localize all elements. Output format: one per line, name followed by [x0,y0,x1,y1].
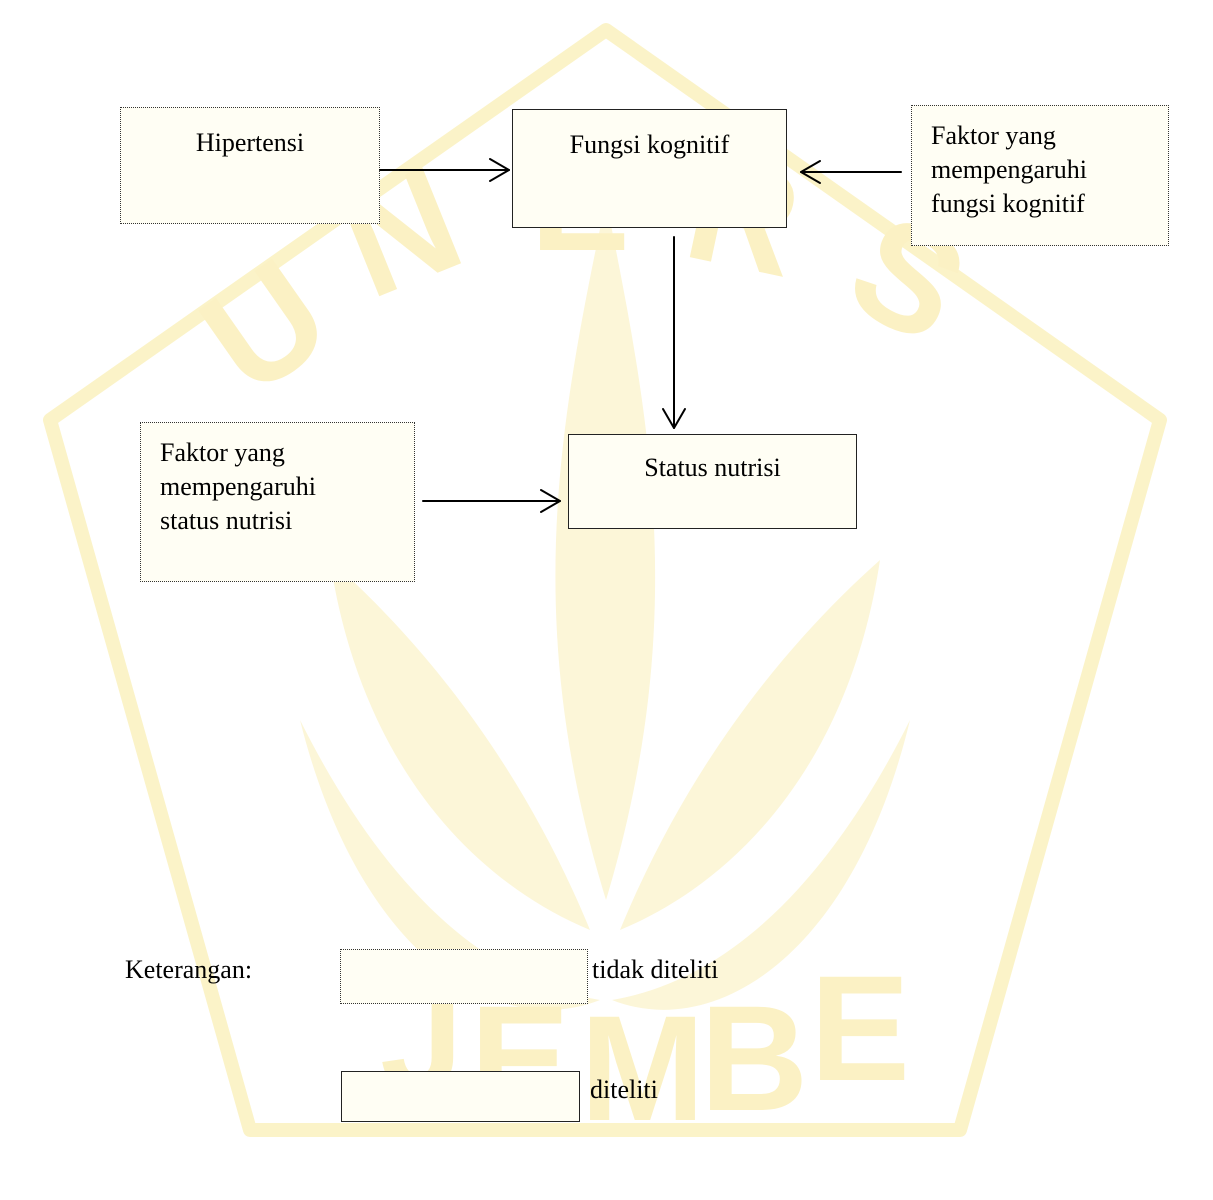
node-fungsi-kognitif: Fungsi kognitif [512,109,787,228]
svg-text:U: U [172,226,357,426]
arrow-faktor-kognitif-to-fungsi-kognitif [800,160,902,184]
node-faktor-kognitif-line-2: mempengaruhi [931,154,1087,184]
legend-label-studied: diteliti [590,1075,658,1104]
node-faktor-kognitif: Faktor yang mempengaruhi fungsi kognitif [911,105,1169,246]
arrow-fungsi-kognitif-to-status-nutrisi [662,236,686,429]
node-fungsi-kognitif-label: Fungsi kognitif [569,130,730,159]
node-faktor-nutrisi-line-1: Faktor yang [160,438,285,467]
node-hipertensi-label: Hipertensi [195,128,305,157]
legend-label-not-studied: tidak diteliti [592,955,719,984]
node-faktor-nutrisi-line-3: status nutrisi [160,505,293,535]
legend-swatch-not-studied [340,949,588,1004]
legend-swatch-studied [341,1071,580,1122]
arrow-faktor-nutrisi-to-status-nutrisi [422,489,561,513]
node-faktor-kognitif-line-1: Faktor yang [931,121,1056,150]
node-hipertensi: Hipertensi [120,107,380,224]
node-status-nutrisi-label: Status nutrisi [644,453,781,482]
node-faktor-nutrisi-line-2: mempengaruhi [160,471,316,501]
node-faktor-nutrisi: Faktor yang mempengaruhi status nutrisi [140,422,415,582]
arrow-hipertensi-to-fungsi-kognitif [379,158,510,182]
svg-text:M: M [580,984,705,1152]
node-status-nutrisi: Status nutrisi [568,434,857,529]
node-faktor-kognitif-line-3: fungsi kognitif [931,188,1085,218]
svg-text:E: E [810,944,910,1112]
svg-text:B: B [700,974,808,1142]
legend-title: Keterangan: [125,955,253,984]
